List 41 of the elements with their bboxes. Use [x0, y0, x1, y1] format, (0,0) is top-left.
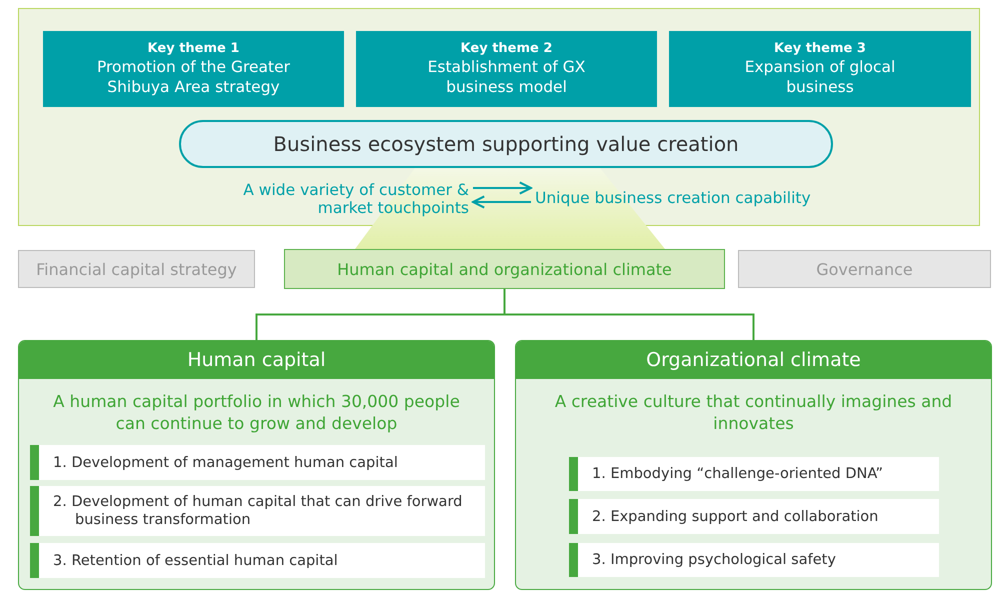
heading-text: Human capital [19, 341, 494, 379]
body-text: A creative culture that continually imagines and innovates [554, 391, 954, 435]
label-text: Governance [816, 260, 913, 278]
list-item [30, 445, 485, 480]
list-item [569, 543, 939, 577]
label-text: Financial capital strategy [36, 260, 237, 278]
connector-line [504, 289, 754, 340]
heading-text: Key theme 1 [148, 41, 240, 57]
strategy-box [738, 250, 991, 288]
list-item [30, 543, 485, 578]
body-text: A human capital portfolio in which 30,000 people can continue to grow and develop [52, 391, 461, 435]
heading-text: Key theme 2 [460, 41, 552, 57]
ecosystem-pill [179, 120, 833, 168]
arrow [472, 195, 531, 209]
list-item [569, 457, 939, 491]
capital-panel [18, 340, 495, 590]
label-text: 1. Embodying “challenge-oriented DNA” [592, 465, 884, 483]
climate-panel [515, 340, 992, 590]
label-text: 1. Development of management human capital [53, 454, 398, 472]
caption-text: Unique business creation capability [535, 187, 865, 209]
list-item [569, 499, 939, 534]
body-text: Promotion of the Greater Shibuya Area strategy [96, 57, 292, 97]
list-item [30, 486, 485, 536]
label-text: Human capital and organizational climate [337, 260, 672, 278]
caption-text: A wide variety of customer & market touchpoints [189, 179, 469, 219]
theme-box [43, 31, 344, 107]
heading-text: Key theme 3 [774, 41, 866, 57]
label-text: 3. Retention of essential human capital [53, 552, 338, 570]
body-text: Expansion of glocal business [744, 57, 896, 97]
label-text: 3. Improving psychological safety [592, 551, 836, 569]
theme-box [356, 31, 657, 107]
label-text: Business ecosystem supporting value creation [273, 132, 739, 156]
body-text: Establishment of GX business model [426, 57, 586, 97]
strategy-box [18, 250, 255, 288]
label-text: 2. Expanding support and collaboration [592, 508, 878, 526]
panel-box [18, 8, 980, 226]
label-text: 2. Development of human capital that can drive forward business transformation [53, 493, 464, 529]
heading-text: Organizational climate [516, 341, 991, 379]
arrow [473, 181, 532, 195]
theme-box [669, 31, 971, 107]
strategy-box [284, 249, 725, 289]
